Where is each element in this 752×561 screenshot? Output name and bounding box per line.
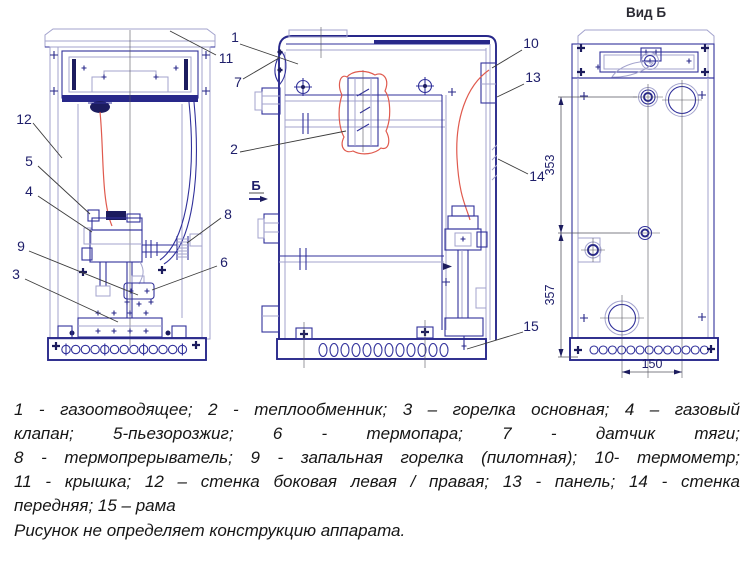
callout-2: 2 bbox=[230, 141, 238, 157]
side-pipe-connection bbox=[577, 237, 605, 263]
thermo-interrupter bbox=[176, 236, 189, 260]
wing-screw bbox=[294, 78, 312, 96]
wing-screw bbox=[416, 77, 434, 95]
gas-valve-front bbox=[81, 209, 203, 318]
front-view bbox=[44, 28, 216, 361]
pilot-burner bbox=[123, 275, 155, 308]
dim-150: 150 bbox=[642, 357, 663, 371]
view-b-title: Вид Б bbox=[626, 5, 666, 20]
heat-exchanger-highlight bbox=[338, 70, 391, 155]
section-label-b: Б bbox=[251, 178, 260, 193]
dim-357: 357 bbox=[543, 285, 557, 306]
callout-1: 1 bbox=[231, 29, 239, 45]
dimension-width-bottom: 150 bbox=[622, 357, 682, 375]
pipe-connection bbox=[630, 225, 660, 241]
frame-screw bbox=[295, 322, 313, 368]
callout-9: 9 bbox=[17, 238, 25, 254]
legend-line-1: 1 - газоотводящее; 2 - теплообменник; 3 … bbox=[14, 400, 740, 419]
legend-line-4: 11 - крышка; 12 – стенка боковая левая /… bbox=[14, 472, 740, 491]
draft-sensor bbox=[274, 48, 287, 85]
frame-screw bbox=[416, 320, 434, 368]
callout-12: 12 bbox=[16, 111, 32, 127]
callout-11: 11 bbox=[219, 50, 234, 66]
main-burner bbox=[57, 309, 187, 339]
callout-4: 4 bbox=[25, 183, 33, 199]
technical-drawing: Б Вид Б bbox=[12, 5, 719, 378]
section-direction-label: Б bbox=[249, 178, 268, 202]
gas-valve-side bbox=[441, 205, 488, 350]
side-section-view: Б bbox=[249, 27, 498, 368]
lower-opening bbox=[600, 295, 644, 378]
callout-5: 5 bbox=[25, 153, 33, 169]
flue-collar bbox=[611, 47, 662, 78]
base-frame-front bbox=[47, 337, 207, 361]
legend-line-3: 8 - термопрерыватель; 9 - запальная горе… bbox=[14, 448, 740, 467]
piezo-igniter bbox=[88, 101, 113, 227]
callout-10: 10 bbox=[523, 35, 539, 51]
legend-line-5: передняя; 15 – рама bbox=[14, 496, 176, 515]
callout-8: 8 bbox=[224, 206, 232, 222]
base-frame-side bbox=[276, 320, 487, 368]
callout-15: 15 bbox=[523, 318, 539, 334]
callout-13: 13 bbox=[525, 69, 541, 85]
callout-6: 6 bbox=[220, 254, 228, 270]
rear-view: Вид Б bbox=[543, 5, 719, 378]
heat-exchanger bbox=[338, 70, 391, 155]
legend-line-2: клапан; 5-пьезорозжиг; 6 - термопара; 7 … bbox=[14, 424, 740, 443]
dim-353: 353 bbox=[543, 155, 557, 176]
dimension-height-top: 353 357 bbox=[543, 96, 637, 358]
callout-7: 7 bbox=[234, 74, 242, 90]
callout-3: 3 bbox=[12, 266, 20, 282]
callouts: 1 11 7 2 12 5 4 9 3 8 6 10 13 14 15 bbox=[12, 29, 545, 350]
base-frame-rear bbox=[569, 337, 719, 361]
legend-note: Рисунок не определяет конструкцию аппара… bbox=[14, 521, 406, 540]
legend: 1 - газоотводящее; 2 - теплообменник; 3 … bbox=[14, 398, 740, 543]
callout-14: 14 bbox=[529, 168, 545, 184]
